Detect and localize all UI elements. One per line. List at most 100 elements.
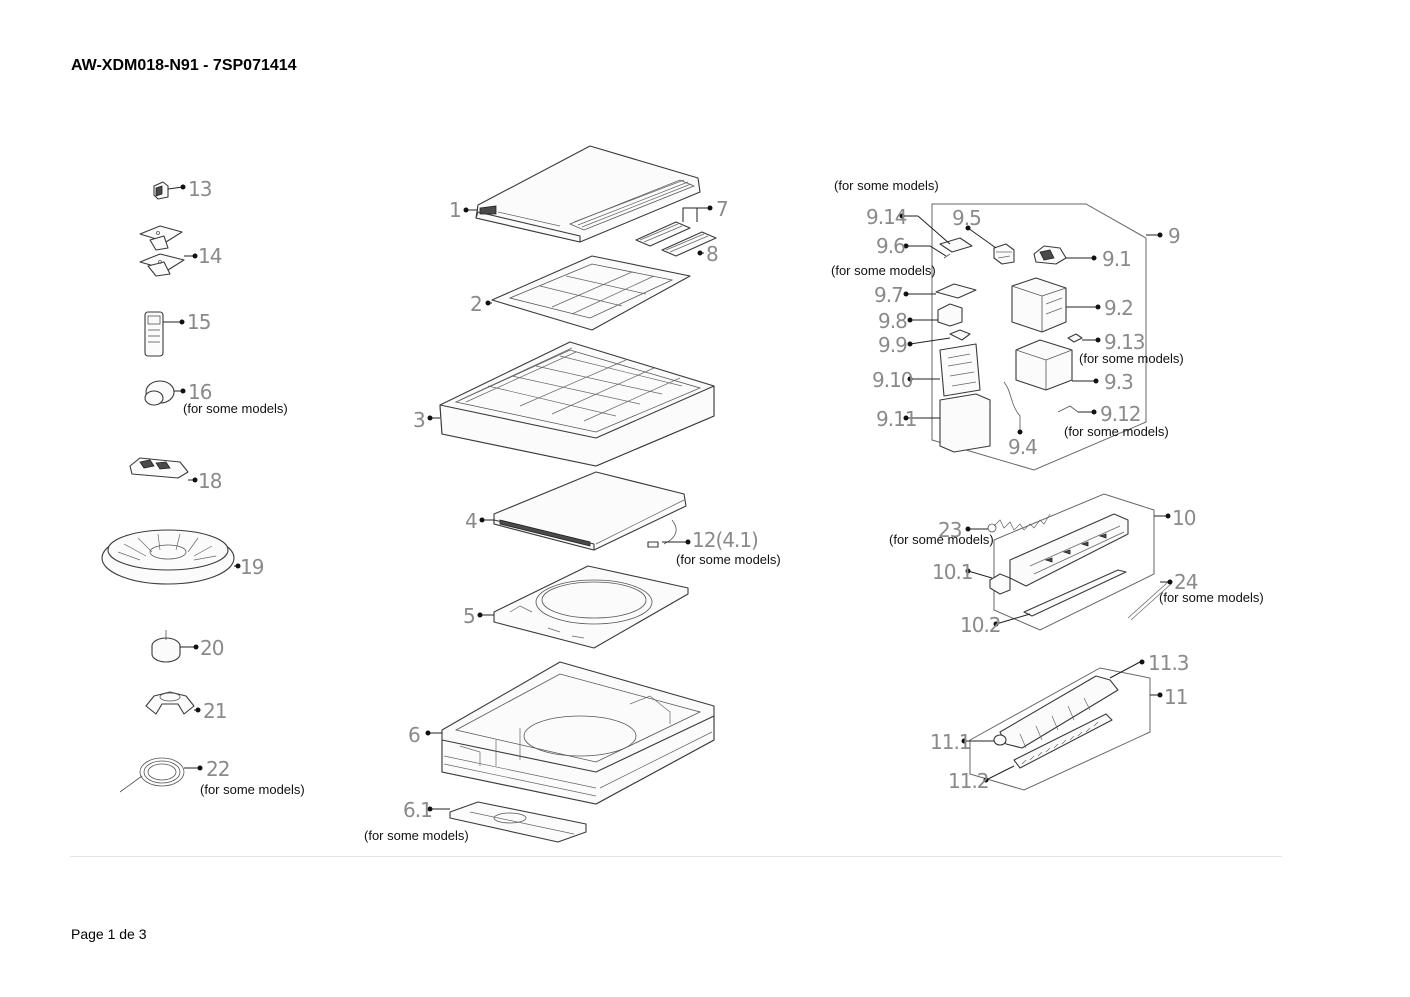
part-10-1-step-motor xyxy=(965,568,1011,595)
part-9-10-pcb xyxy=(907,343,981,397)
label-18: 18 xyxy=(198,469,222,493)
part-9-2-box xyxy=(1011,277,1101,333)
label-14: 14 xyxy=(198,244,222,268)
label-10-1: 10.1 xyxy=(932,560,973,584)
part-22-cable xyxy=(119,757,203,793)
label-12: 12(4.1) xyxy=(692,528,758,552)
label-8: 8 xyxy=(706,242,718,266)
label-22: 22 xyxy=(206,757,229,781)
label-6-1: 6.1 xyxy=(403,798,432,822)
label-11-1: 11.1 xyxy=(930,730,971,754)
label-9-2: 9.2 xyxy=(1104,296,1133,320)
label-9-11: 9.11 xyxy=(876,407,917,431)
label-10: 10 xyxy=(1172,506,1196,530)
part-15-remote-control xyxy=(144,311,185,357)
label-9-6: 9.6 xyxy=(876,234,905,258)
part-6-1-bottom-plate xyxy=(427,801,587,843)
part-20-fan-motor xyxy=(151,630,199,663)
part-9-12-wire xyxy=(1057,405,1097,415)
label-20: 20 xyxy=(200,636,224,660)
label-9: 9 xyxy=(1168,224,1180,248)
part-9-11-cover xyxy=(903,393,991,453)
part-18-sensor-box xyxy=(129,457,198,483)
label-9-14: 9.14 xyxy=(866,205,907,229)
part-9-3-box-cover xyxy=(1015,339,1099,391)
part-6-chassis xyxy=(425,661,715,805)
label-23: 23 xyxy=(938,518,962,542)
part-13-clip xyxy=(153,181,186,200)
label-2: 2 xyxy=(470,292,482,316)
part-9-13-clip xyxy=(1067,333,1101,343)
note-22: (for some models) xyxy=(200,782,305,797)
label-11-2: 11.2 xyxy=(948,769,989,793)
label-19: 19 xyxy=(240,555,264,579)
part-9-1-terminal xyxy=(1033,245,1097,265)
part-14-brackets xyxy=(139,225,198,277)
note-9-group: (for some models) xyxy=(834,178,939,193)
note-9-13: (for some models) xyxy=(1079,351,1184,366)
label-9-1: 9.1 xyxy=(1102,247,1131,271)
label-10-2: 10.2 xyxy=(960,613,1001,637)
part-7-filter xyxy=(635,205,713,247)
part-9-6-wire xyxy=(903,243,951,259)
label-16: 16 xyxy=(188,380,212,404)
label-3: 3 xyxy=(413,408,425,432)
note-9-12: (for some models) xyxy=(1064,424,1169,439)
part-10-louver-assembly xyxy=(1009,513,1129,587)
note-12: (for some models) xyxy=(676,552,781,567)
part-11-2-grille xyxy=(983,713,1113,783)
part-12-temp-sensor xyxy=(647,519,691,548)
label-9-10: 9.10 xyxy=(872,368,913,392)
group-11-outline xyxy=(969,667,1151,791)
label-13: 13 xyxy=(188,177,212,201)
part-8-filter xyxy=(661,231,717,257)
note-24: (for some models) xyxy=(1159,590,1264,605)
part-9-5-relay xyxy=(965,225,1015,265)
note-23: (for some models) xyxy=(889,532,994,547)
note-6-1: (for some models) xyxy=(364,828,469,843)
label-9-8: 9.8 xyxy=(878,309,907,333)
label-9-9: 9.9 xyxy=(878,333,907,357)
note-9-6: (for some models) xyxy=(831,263,936,278)
part-9-8-capacitor xyxy=(907,303,963,327)
part-19-centrifugal-fan xyxy=(101,529,241,585)
label-9-3: 9.3 xyxy=(1104,370,1133,394)
part-5-drain-pan xyxy=(477,565,689,649)
part-24-rod xyxy=(1127,579,1173,621)
label-6: 6 xyxy=(408,723,420,747)
label-15: 15 xyxy=(187,310,210,334)
page-number: Page 1 de 3 xyxy=(71,926,147,942)
label-7: 7 xyxy=(716,197,728,221)
part-4-evaporator xyxy=(479,471,687,551)
group-10-outline xyxy=(993,493,1155,631)
part-2-grille-frame xyxy=(485,255,691,331)
label-11: 11 xyxy=(1164,685,1187,709)
part-3-panel-body xyxy=(427,341,715,467)
part-9-4-wire xyxy=(1003,381,1023,435)
part-23-spring xyxy=(965,513,1051,533)
page-title: AW-XDM018-N91 - 7SP071414 xyxy=(71,57,297,74)
part-9-14-board xyxy=(899,213,973,253)
label-24: 24 xyxy=(1174,570,1198,594)
part-1-front-panel xyxy=(463,145,701,243)
part-16-filter-cartridge xyxy=(144,380,186,406)
label-5: 5 xyxy=(463,604,475,628)
label-11-3: 11.3 xyxy=(1148,651,1189,675)
label-21: 21 xyxy=(203,699,226,723)
group-9-outline xyxy=(931,203,1147,471)
label-9-5: 9.5 xyxy=(952,206,981,230)
part-21-motor-bracket xyxy=(145,691,201,715)
label-4: 4 xyxy=(465,509,477,533)
part-9-9-connector xyxy=(907,329,971,347)
note-16: (for some models) xyxy=(183,401,288,416)
label-9-4: 9.4 xyxy=(1008,435,1037,459)
label-9-13: 9.13 xyxy=(1104,330,1145,354)
label-9-7: 9.7 xyxy=(874,283,903,307)
part-9-7-plate xyxy=(903,283,977,299)
label-9-12: 9.12 xyxy=(1100,402,1141,426)
part-11-louver xyxy=(999,659,1145,749)
label-1: 1 xyxy=(449,198,461,222)
part-10-2-blade xyxy=(993,569,1127,627)
footer-divider xyxy=(70,856,1282,857)
